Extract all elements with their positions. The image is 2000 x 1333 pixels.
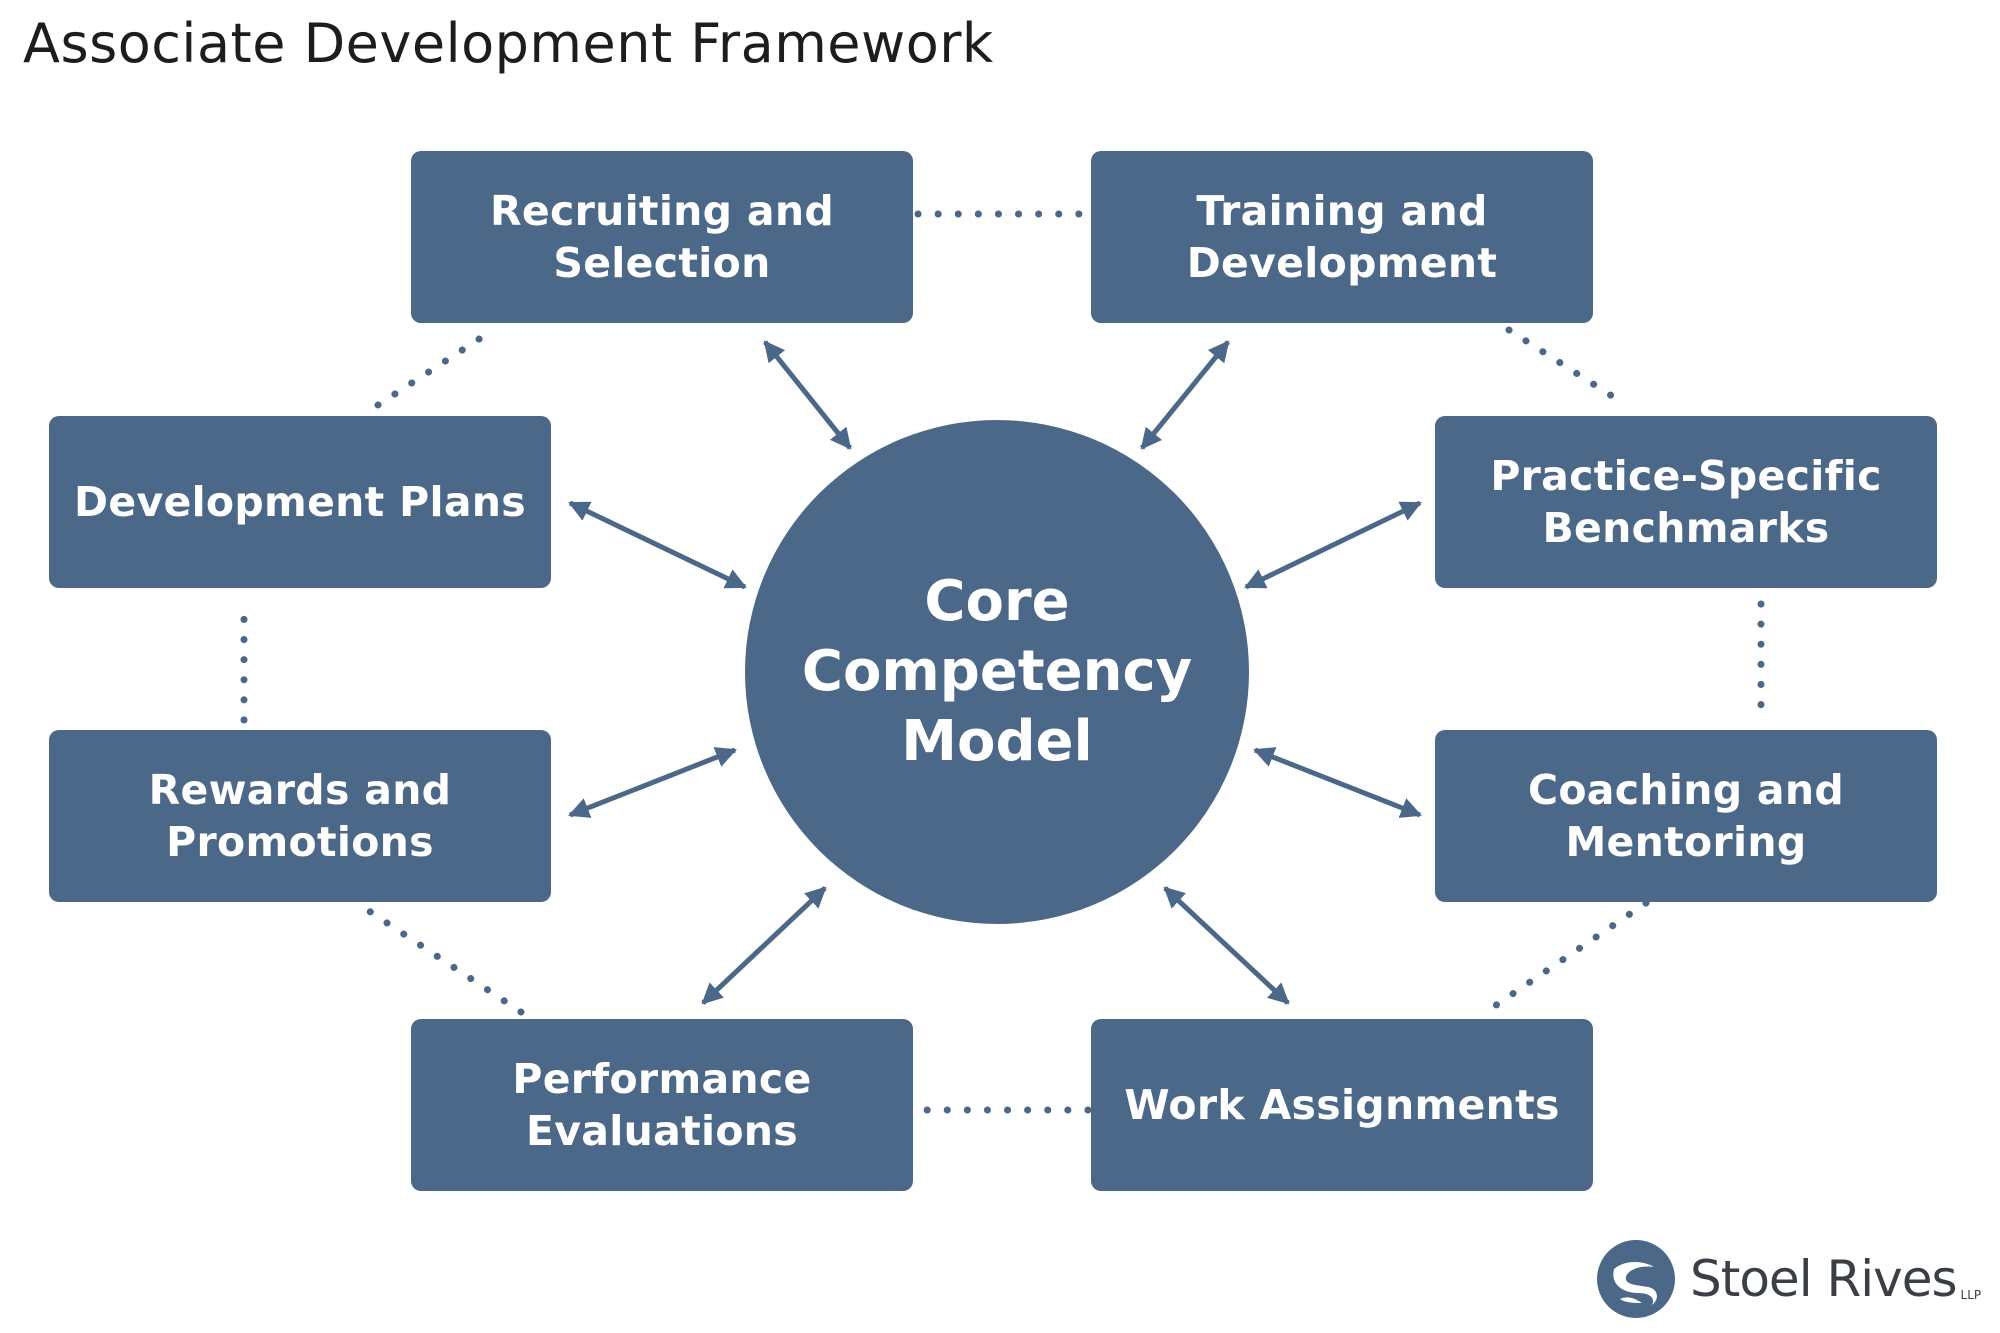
box-recruiting-and-selection: Recruiting and Selection <box>411 151 913 323</box>
arrow-coaching-core <box>1253 747 1422 818</box>
dotted-connector-performance-rewards <box>353 899 525 1016</box>
arrow-rewards-core <box>568 747 737 818</box>
company-logo: Stoel Rives LLP <box>1596 1238 1981 1320</box>
box-performance-evaluations: Performance Evaluations <box>411 1019 913 1191</box>
arrow-practice-core <box>1244 500 1422 590</box>
stoel-rives-river-icon <box>1597 1240 1675 1318</box>
core-competency-circle: Core Competency Model <box>745 420 1249 924</box>
logo-suffix: LLP <box>1960 1288 1982 1302</box>
box-coaching-and-mentoring: Coaching and Mentoring <box>1435 730 1937 902</box>
box-rewards-and-promotions: Rewards and Promotions <box>49 730 551 902</box>
box-training-and-development: Training and Development <box>1091 151 1593 323</box>
arrow-work-core <box>1163 886 1290 1005</box>
arrow-performance-core <box>701 886 827 1005</box>
arrow-recruiting-core <box>763 340 852 450</box>
dotted-connector-training-practice <box>1505 326 1630 409</box>
dotted-connector-development-recruiting <box>374 326 497 409</box>
dotted-connector-coaching-work <box>1482 899 1650 1016</box>
box-practice-specific-benchmarks: Practice-Specific Benchmarks <box>1435 416 1937 588</box>
arrow-development-core <box>568 500 747 590</box>
box-work-assignments: Work Assignments <box>1091 1019 1593 1191</box>
diagram-title: Associate Development Framework <box>23 12 994 75</box>
logo-wordmark: Stoel Rives <box>1690 1250 1958 1308</box>
arrow-training-core <box>1140 340 1230 450</box>
box-development-plans: Development Plans <box>49 416 551 588</box>
